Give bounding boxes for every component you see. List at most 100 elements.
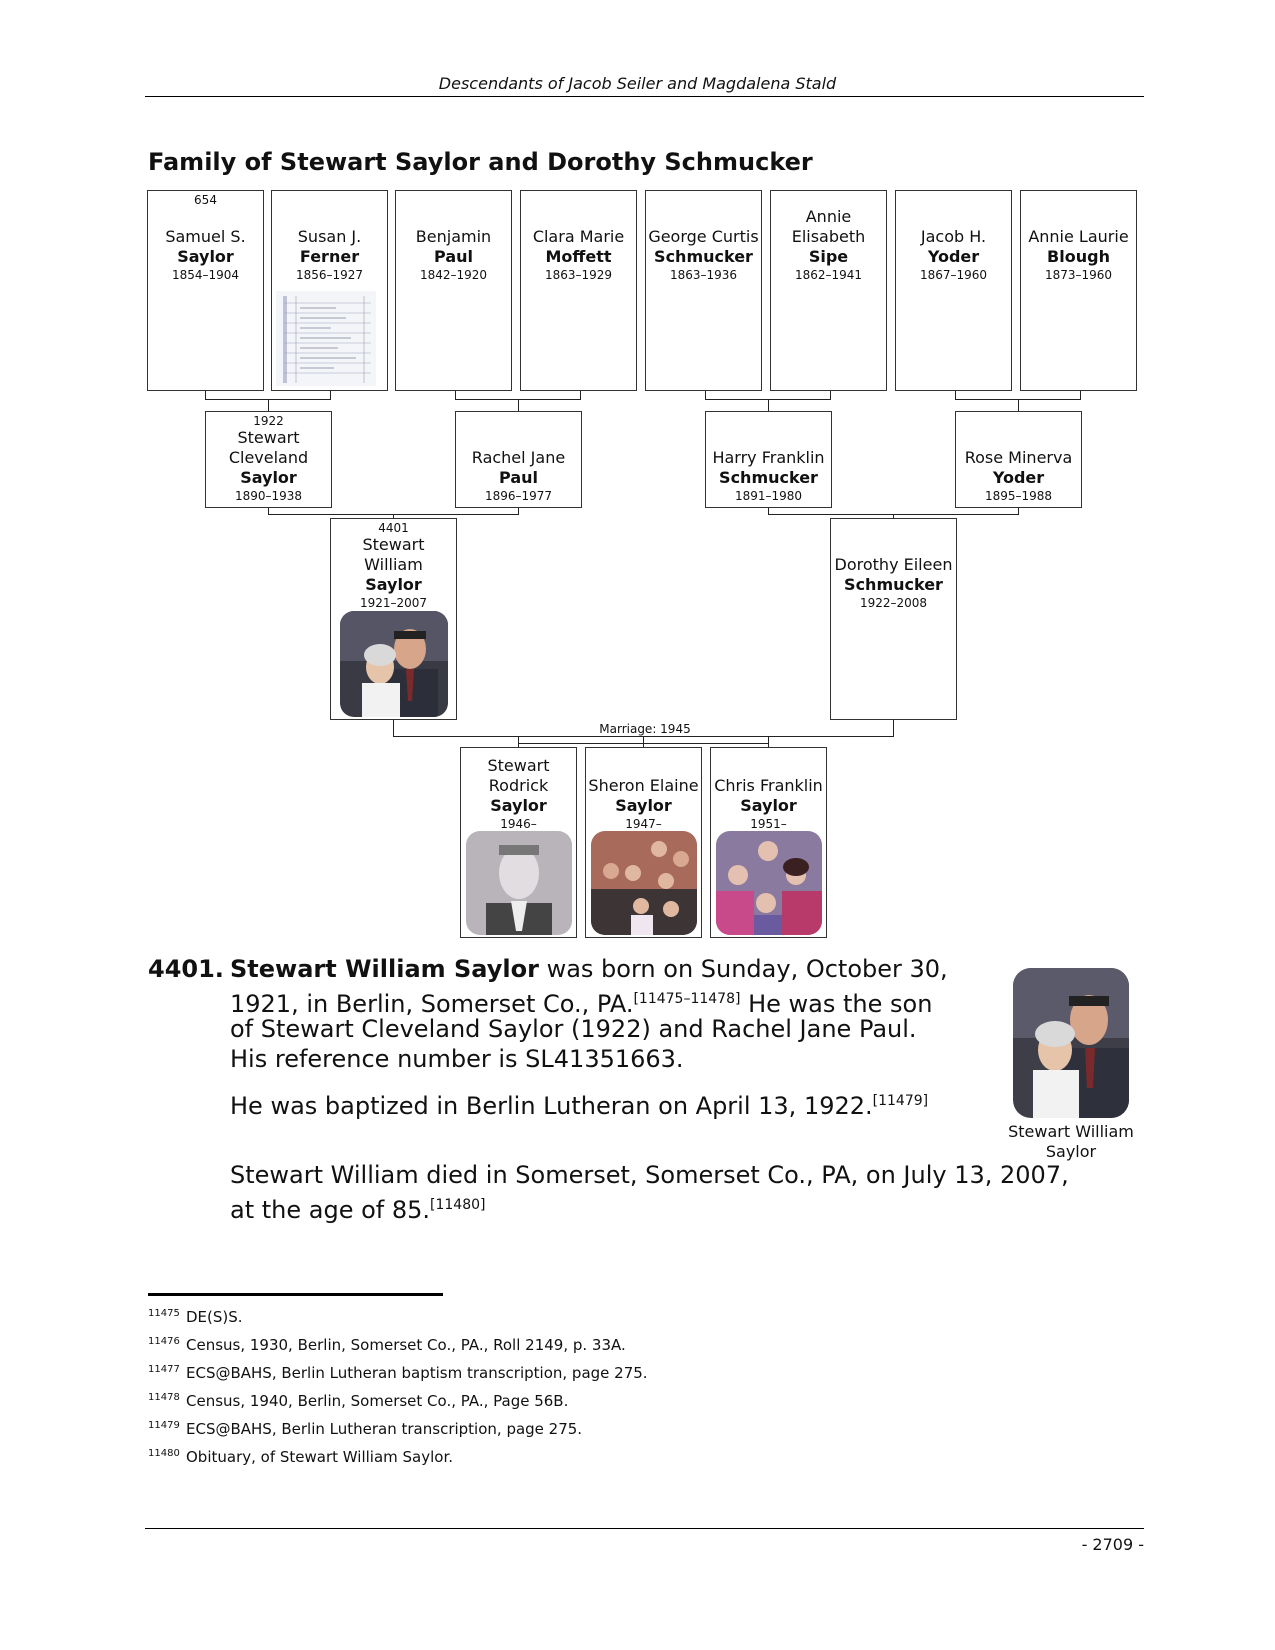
couple-photo: [340, 611, 448, 717]
citation-ref[interactable]: [11480]: [430, 1197, 485, 1213]
baptism-text: He was baptized in Berlin Lutheran on Ap…: [230, 1092, 873, 1120]
entry-name: Stewart William Saylor: [230, 955, 539, 983]
person-box-stewart-cleveland-saylor[interactable]: 1922 Stewart Cleveland Saylor 1890–1938: [205, 411, 332, 508]
life-years: 1947–: [586, 816, 701, 832]
connector: [643, 737, 644, 747]
surname: Saylor: [586, 796, 701, 816]
entry-line-4: His reference number is SL41351663.: [230, 1044, 684, 1074]
ref-number: 1922: [206, 414, 331, 428]
family-photo: [716, 831, 822, 935]
connector: [518, 737, 519, 747]
portrait-photo: [466, 831, 572, 935]
citation-ref[interactable]: [11475–11478]: [633, 991, 740, 1007]
death-age-text: at the age of 85.: [230, 1196, 430, 1224]
connector: [580, 391, 581, 399]
connector: [768, 737, 769, 747]
caption-line-2: Saylor: [990, 1142, 1152, 1162]
given-name: Dorothy Eileen: [831, 555, 956, 575]
life-years: 1862–1941: [771, 267, 886, 283]
ref-number: 654: [148, 193, 263, 207]
person-box-dorothy-eileen-schmucker[interactable]: Dorothy Eileen Schmucker 1922–2008: [830, 518, 957, 720]
footnote-number: 11477: [148, 1364, 186, 1375]
baptism-line: He was baptized in Berlin Lutheran on Ap…: [230, 1086, 928, 1121]
life-years: 1842–1920: [396, 267, 511, 283]
surname: Paul: [396, 247, 511, 267]
ref-number: 4401: [331, 521, 456, 535]
footnote-number: 11476: [148, 1336, 186, 1347]
connector: [393, 720, 394, 736]
person-box-stewart-william-saylor[interactable]: 4401 Stewart William Saylor 1921–2007: [330, 518, 457, 720]
given-name: Samuel S.: [148, 227, 263, 247]
life-years: 1921–2007: [331, 595, 456, 611]
given-name: Clara Marie: [521, 227, 636, 247]
family-photo: [591, 831, 697, 935]
life-years: 1890–1938: [206, 488, 331, 504]
life-years: 1873–1960: [1021, 267, 1136, 283]
person-box-chris-franklin-saylor[interactable]: Chris Franklin Saylor 1951–: [710, 747, 827, 938]
footnote-number: 11480: [148, 1448, 186, 1459]
surname: Yoder: [956, 468, 1081, 488]
person-box-jacob-yoder[interactable]: Jacob H. Yoder 1867–1960: [895, 190, 1012, 391]
person-box-susan-ferner[interactable]: Susan J. Ferner 1856–1927: [271, 190, 388, 391]
given-name-first: Stewart: [206, 428, 331, 448]
photo-caption: Stewart William Saylor: [990, 1122, 1152, 1162]
footnote-text: ECS@BAHS, Berlin Lutheran transcription,…: [186, 1420, 582, 1438]
person-box-stewart-rodrick-saylor[interactable]: Stewart Rodrick Saylor 1946–: [460, 747, 577, 938]
surname: Saylor: [206, 468, 331, 488]
person-box-annie-blough[interactable]: Annie Laurie Blough 1873–1960: [1020, 190, 1137, 391]
connector: [518, 743, 769, 744]
footnote-number: 11475: [148, 1308, 186, 1319]
given-name: Chris Franklin: [711, 776, 826, 796]
given-name-first: Annie: [771, 207, 886, 227]
caption-line-1: Stewart William: [990, 1122, 1152, 1142]
footnote: 11478Census, 1940, Berlin, Somerset Co.,…: [148, 1392, 568, 1410]
surname: Saylor: [148, 247, 263, 267]
given-name: George Curtis: [646, 227, 761, 247]
person-box-clara-moffett[interactable]: Clara Marie Moffett 1863–1929: [520, 190, 637, 391]
surname: Schmucker: [831, 575, 956, 595]
given-name: Rachel Jane: [456, 448, 581, 468]
life-years: 1854–1904: [148, 267, 263, 283]
person-box-rachel-jane-paul[interactable]: Rachel Jane Paul 1896–1977: [455, 411, 582, 508]
given-name: Susan J.: [272, 227, 387, 247]
header-rule: [145, 96, 1144, 97]
footnote-rule: [148, 1293, 443, 1296]
connector: [518, 399, 519, 411]
connector: [455, 391, 456, 399]
given-name: Cleveland: [206, 448, 331, 468]
person-box-annie-sipe[interactable]: Annie Elisabeth Sipe 1862–1941: [770, 190, 887, 391]
surname: Schmucker: [706, 468, 831, 488]
surname: Blough: [1021, 247, 1136, 267]
person-box-harry-franklin-schmucker[interactable]: Harry Franklin Schmucker 1891–1980: [705, 411, 832, 508]
given-name-first: Stewart: [331, 535, 456, 555]
given-name: Elisabeth: [771, 227, 886, 247]
person-box-samuel-saylor[interactable]: 654 Samuel S. Saylor 1854–1904: [147, 190, 264, 391]
connector: [955, 391, 956, 399]
footnote-number: 11478: [148, 1392, 186, 1403]
person-box-george-schmucker[interactable]: George Curtis Schmucker 1863–1936: [645, 190, 762, 391]
surname: Saylor: [711, 796, 826, 816]
connector: [893, 720, 894, 736]
citation-ref[interactable]: [11479]: [873, 1093, 928, 1109]
connector: [705, 391, 706, 399]
surname: Schmucker: [646, 247, 761, 267]
life-years: 1951–: [711, 816, 826, 832]
life-years: 1863–1936: [646, 267, 761, 283]
connector: [768, 399, 769, 411]
death-line-1: Stewart William died in Somerset, Somers…: [230, 1160, 1069, 1190]
connector: [1080, 391, 1081, 399]
life-years: 1895–1988: [956, 488, 1081, 504]
surname: Saylor: [331, 575, 456, 595]
person-box-benjamin-paul[interactable]: Benjamin Paul 1842–1920: [395, 190, 512, 391]
person-box-rose-minerva-yoder[interactable]: Rose Minerva Yoder 1895–1988: [955, 411, 1082, 508]
connector: [268, 399, 269, 411]
footnote-text: DE(S)S.: [186, 1308, 243, 1326]
person-box-sheron-elaine-saylor[interactable]: Sheron Elaine Saylor 1947–: [585, 747, 702, 938]
surname: Sipe: [771, 247, 886, 267]
footnote: 11477ECS@BAHS, Berlin Lutheran baptism t…: [148, 1364, 648, 1382]
